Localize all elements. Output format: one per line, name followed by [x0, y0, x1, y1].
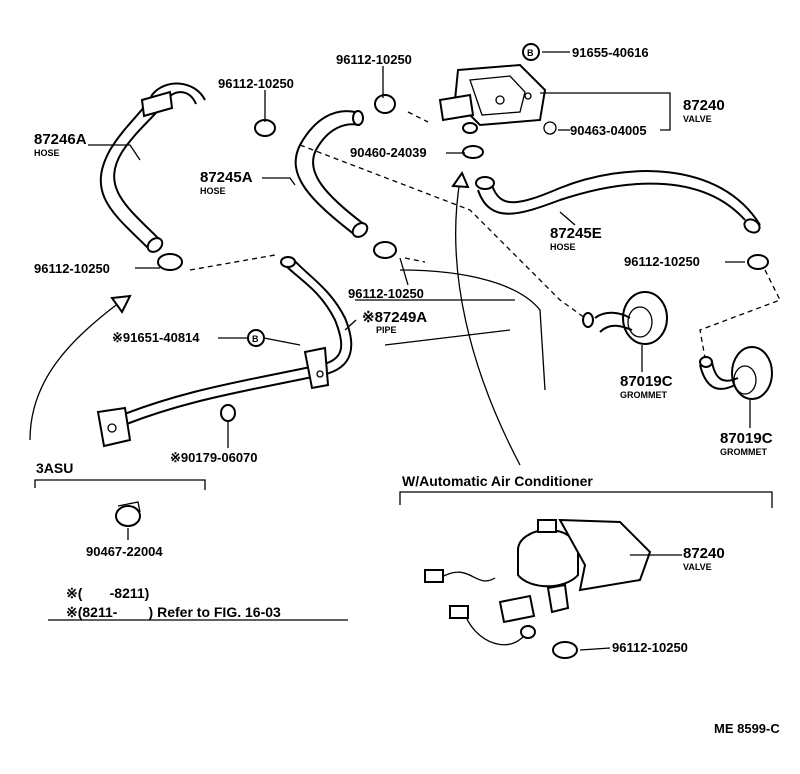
- label-87245e-name: HOSE: [550, 242, 576, 252]
- label-valve-ac: 87240: [683, 545, 725, 562]
- label-clamp-left-mid: 96112-10250: [34, 261, 110, 276]
- label-nut-90179: ※90179-06070: [170, 450, 258, 465]
- hose-87246a-drawing: [99, 82, 206, 253]
- label-clamp-right: 96112-10250: [624, 254, 700, 269]
- label-87246a: 87246A: [34, 131, 87, 148]
- grommet-1-drawing: [582, 291, 668, 345]
- label-pipe-87249a-name: PIPE: [376, 325, 397, 335]
- label-valve-ac-name: VALVE: [683, 562, 712, 572]
- valve-ac-drawing: [424, 518, 652, 659]
- ref-mark-b-letter: B: [527, 48, 534, 58]
- label-87245e: 87245E: [550, 225, 602, 242]
- label-grommet-1-name: GROMMET: [620, 390, 667, 400]
- grommet-2-drawing: [699, 346, 773, 400]
- section-ac-bracket: [48, 491, 773, 621]
- section-ac-title: W/Automatic Air Conditioner: [402, 473, 593, 489]
- hose-87245a-drawing: [294, 110, 369, 238]
- label-90467: 90467-22004: [86, 544, 163, 559]
- hose-87245e-drawing: [475, 170, 761, 234]
- clamp-drawings: [157, 94, 769, 422]
- body-outline: [29, 170, 546, 466]
- note-line-2: ※(8211- ) Refer to FIG. 16-03: [66, 604, 281, 620]
- label-bolt-91651: ※91651-40814: [112, 330, 200, 345]
- label-87245a-name: HOSE: [200, 186, 226, 196]
- label-clamp-valve: 91655-40616: [572, 45, 649, 60]
- section-3asu-bracket: [34, 479, 206, 527]
- label-grommet-1: 87019C: [620, 373, 673, 390]
- label-valve-87240-name: VALVE: [683, 114, 712, 124]
- ref-mark-b-1: B: [522, 43, 540, 61]
- ref-mark-b-letter: B: [252, 334, 259, 344]
- valve-87240-drawing: [438, 63, 547, 134]
- label-grommet-2: 87019C: [720, 430, 773, 447]
- label-87245a: 87245A: [200, 169, 253, 186]
- label-clamp-ac: 96112-10250: [612, 640, 688, 655]
- dashed-leaders: [189, 111, 781, 359]
- label-valve-87240: 87240: [683, 97, 725, 114]
- note-line-1: ※( -8211): [66, 585, 149, 601]
- label-87246a-name: HOSE: [34, 148, 60, 158]
- ref-mark-b-2: B: [247, 329, 265, 347]
- label-screw-90463: 90463-04005: [570, 123, 647, 138]
- section-3asu-title: 3ASU: [36, 460, 73, 476]
- reference-code: ME 8599-C: [714, 721, 780, 736]
- leader-lines: [88, 51, 751, 651]
- pipe-87249a-drawing: [96, 256, 353, 448]
- label-clamp-top-left: 96112-10250: [218, 76, 294, 91]
- label-pipe-87249a: ※87249A: [362, 309, 427, 326]
- label-clamp-top-mid: 96112-10250: [336, 52, 412, 67]
- label-grommet-2-name: GROMMET: [720, 447, 767, 457]
- label-clamp-90460: 90460-24039: [350, 145, 427, 160]
- label-clamp-center: 96112-10250: [348, 286, 424, 301]
